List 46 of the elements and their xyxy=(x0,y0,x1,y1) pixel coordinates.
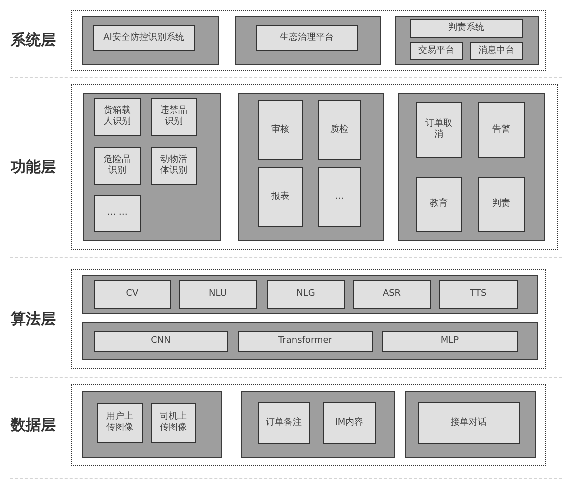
module-group-panel xyxy=(82,92,220,240)
module-box: 质检 xyxy=(318,100,361,160)
layer-label: 功能层 xyxy=(11,158,56,176)
module-box: 订单备注 xyxy=(258,402,310,444)
module-group-panel xyxy=(240,390,394,458)
layer-label: 数据层 xyxy=(11,416,56,434)
module-box: NLU xyxy=(179,280,257,309)
module-box: CNN xyxy=(94,331,228,352)
module-box: 接单对话 xyxy=(418,402,520,444)
module-box: 危险品识别 xyxy=(94,147,141,185)
module-box: IM内容 xyxy=(323,402,376,444)
module-box: 告警 xyxy=(478,102,525,158)
module-group-panel xyxy=(398,92,544,240)
module-box: 违禁品识别 xyxy=(151,98,197,136)
module-box: 报表 xyxy=(258,167,303,227)
module-group-panel xyxy=(238,92,384,240)
module-box: ASR xyxy=(353,280,431,309)
module-box: 货箱载人识别 xyxy=(94,98,141,136)
module-box: Transformer xyxy=(238,331,373,352)
module-box: 判责 xyxy=(478,177,525,232)
module-group-panel xyxy=(82,322,538,360)
module-group-panel xyxy=(404,390,536,458)
layer-label: 系统层 xyxy=(11,31,56,50)
module-group-panel xyxy=(82,274,538,314)
module-box: … … xyxy=(94,195,141,232)
module-box: 用户上传图像 xyxy=(97,403,143,443)
module-box: MLP xyxy=(382,331,518,352)
module-box: 司机上传图像 xyxy=(151,403,196,443)
module-box: 判责系统 xyxy=(410,19,523,38)
module-box: 消息中台 xyxy=(470,42,523,60)
module-box: TTS xyxy=(439,280,518,309)
module-group-panel xyxy=(82,16,218,64)
module-box: NLG xyxy=(267,280,345,309)
module-box: AI安全防控识别系统 xyxy=(93,25,195,51)
module-group-panel xyxy=(234,16,380,64)
module-box: … xyxy=(318,167,361,227)
module-box: 交易平台 xyxy=(410,42,463,60)
module-group-panel xyxy=(82,390,222,458)
module-box: 生态治理平台 xyxy=(256,25,358,51)
module-box: 订单取消 xyxy=(416,102,462,158)
module-box: 审核 xyxy=(258,100,303,160)
module-box: 教育 xyxy=(416,177,462,232)
module-box: 动物活体识别 xyxy=(151,147,197,185)
layer-label: 算法层 xyxy=(11,310,56,328)
module-group-panel xyxy=(394,16,538,64)
module-box: CV xyxy=(94,280,171,309)
